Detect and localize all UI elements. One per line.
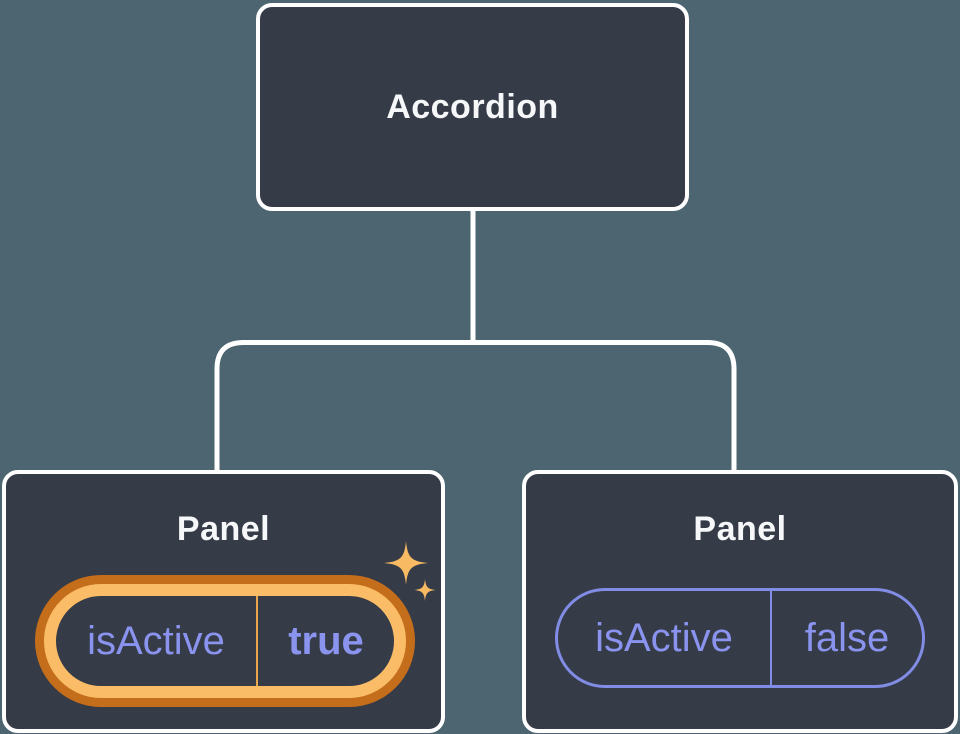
sparkle-large	[384, 541, 428, 585]
node-panel-active: Panel isActive true	[2, 470, 445, 733]
prop-value-text: true	[288, 618, 364, 663]
node-panel-inactive: Panel isActive false	[522, 470, 958, 733]
node-panel-active-label: Panel	[176, 510, 271, 548]
node-panel-inactive-label: Panel	[693, 510, 787, 548]
prop-value-segment: false	[772, 591, 922, 685]
prop-pill-highlighted: isActive true	[44, 584, 406, 698]
prop-name-text: isActive	[595, 615, 733, 660]
node-accordion: Accordion	[256, 3, 689, 211]
prop-pill-normal: isActive false	[555, 588, 925, 688]
prop-value-segment: true	[258, 596, 394, 686]
prop-name-segment: isActive	[558, 591, 770, 685]
connector-branch	[214, 340, 737, 472]
prop-pill-divider	[770, 591, 772, 685]
prop-value-text: false	[804, 615, 890, 660]
prop-name-segment: isActive	[56, 596, 256, 686]
sparkle-small	[414, 579, 436, 601]
prop-name-text: isActive	[87, 618, 225, 663]
sparkle-icon	[384, 541, 436, 601]
prop-pill-divider	[256, 596, 258, 686]
node-accordion-label: Accordion	[386, 87, 559, 126]
